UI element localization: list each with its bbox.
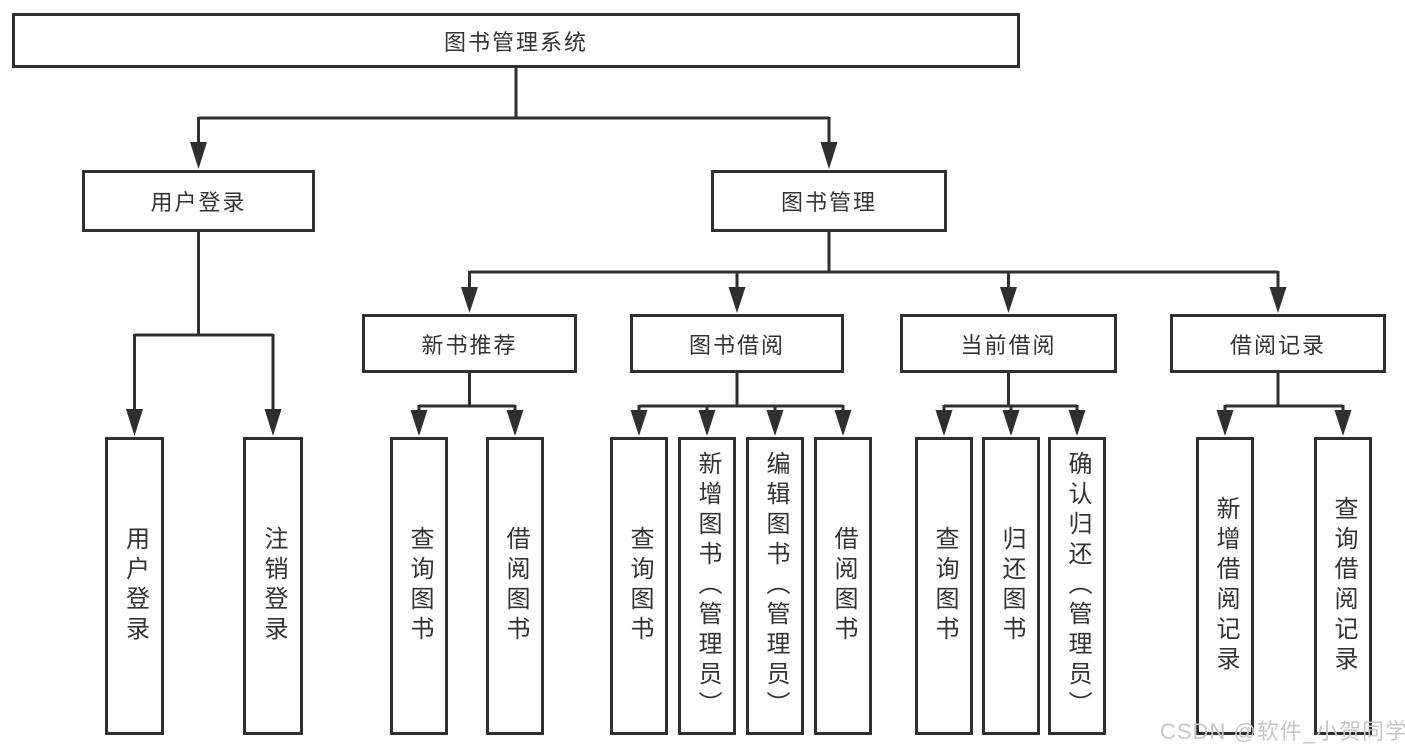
node-book-borrow: 图书借阅 <box>630 314 844 373</box>
leaf-br-add-record-label: 新增借阅记录 <box>1212 496 1239 676</box>
arrow-down-icon <box>820 142 838 169</box>
leaf-logout: 注销登录 <box>243 437 303 735</box>
leaf-nb-query-books: 查询图书 <box>390 437 448 735</box>
arrow-down-icon <box>1002 410 1020 436</box>
leaf-bb-borrow-books: 借阅图书 <box>814 437 872 735</box>
arrow-down-icon <box>698 410 716 436</box>
leaf-nb-borrow-books-label: 借阅图书 <box>502 526 529 646</box>
connector-book-mgmt-to-level3 <box>461 232 1287 313</box>
leaf-user-login-label: 用户登录 <box>121 526 149 646</box>
connector-borrow-records-to-children <box>1216 373 1352 436</box>
leaf-cb-confirm-return-admin: 确认归还（管理员） <box>1048 437 1106 735</box>
node-root: 图书管理系统 <box>12 13 1020 68</box>
leaf-cb-return-books-label: 归还图书 <box>998 526 1025 646</box>
node-root-label: 图书管理系统 <box>443 29 588 55</box>
leaf-bb-query-books-label: 查询图书 <box>626 526 653 646</box>
leaf-bb-edit-books-admin-label: 编辑图书（管理员） <box>762 451 789 721</box>
leaf-bb-add-books-admin-label: 新增图书（管理员） <box>694 451 721 721</box>
leaf-cb-return-books: 归还图书 <box>982 437 1040 735</box>
node-borrow-records-label: 借阅记录 <box>1229 332 1326 358</box>
arrow-down-icon <box>190 142 207 169</box>
leaf-bb-add-books-admin: 新增图书（管理员） <box>678 437 736 735</box>
arrow-down-icon <box>834 410 852 436</box>
arrow-down-icon <box>766 410 784 436</box>
leaf-logout-label: 注销登录 <box>260 526 287 646</box>
arrow-down-icon <box>264 409 282 436</box>
leaf-cb-query-books: 查询图书 <box>915 437 973 735</box>
arrow-down-icon <box>1334 410 1352 436</box>
arrow-down-icon <box>1269 287 1287 313</box>
arrow-down-icon <box>1000 287 1017 313</box>
node-book-mgmt-label: 图书管理 <box>780 190 877 215</box>
node-current-borrow: 当前借阅 <box>900 314 1117 373</box>
leaf-br-query-record-label: 查询借阅记录 <box>1330 496 1357 676</box>
arrow-down-icon <box>1216 410 1234 436</box>
csdn-watermark: CSDN @软件_小贺同学 <box>1160 719 1405 744</box>
arrow-down-icon <box>506 410 524 436</box>
leaf-bb-borrow-books-label: 借阅图书 <box>830 526 857 646</box>
arrow-down-icon <box>728 287 746 313</box>
connector-book-borrow-to-children <box>630 373 852 436</box>
leaf-bb-query-books: 查询图书 <box>610 437 668 735</box>
node-user-login: 用户登录 <box>82 170 315 232</box>
connector-user-login-to-children <box>126 232 282 436</box>
arrow-down-icon <box>935 410 953 436</box>
leaf-nb-borrow-books: 借阅图书 <box>486 437 544 735</box>
node-book-mgmt: 图书管理 <box>711 170 947 232</box>
arrow-down-icon <box>126 409 143 436</box>
arrow-down-icon <box>461 287 478 313</box>
leaf-br-add-record: 新增借阅记录 <box>1196 437 1254 735</box>
arrow-down-icon <box>630 410 648 436</box>
node-new-books-label: 新书推荐 <box>421 332 518 358</box>
connector-root-to-level2 <box>190 68 838 169</box>
leaf-cb-query-books-label: 查询图书 <box>931 526 958 646</box>
connector-new-books-to-children <box>410 373 524 436</box>
node-book-borrow-label: 图书借阅 <box>688 332 785 358</box>
leaf-bb-edit-books-admin: 编辑图书（管理员） <box>746 437 804 735</box>
leaf-user-login: 用户登录 <box>105 437 164 735</box>
arrow-down-icon <box>410 410 428 436</box>
leaf-nb-query-books-label: 查询图书 <box>406 526 433 646</box>
leaf-br-query-record: 查询借阅记录 <box>1314 437 1372 735</box>
leaf-cb-confirm-return-admin-label: 确认归还（管理员） <box>1064 451 1091 721</box>
node-new-books: 新书推荐 <box>362 314 577 373</box>
node-user-login-label: 用户登录 <box>150 190 247 215</box>
node-borrow-records: 借阅记录 <box>1170 314 1386 373</box>
connector-current-borrow-to-children <box>935 373 1086 436</box>
node-current-borrow-label: 当前借阅 <box>960 332 1057 358</box>
arrow-down-icon <box>1068 410 1086 436</box>
